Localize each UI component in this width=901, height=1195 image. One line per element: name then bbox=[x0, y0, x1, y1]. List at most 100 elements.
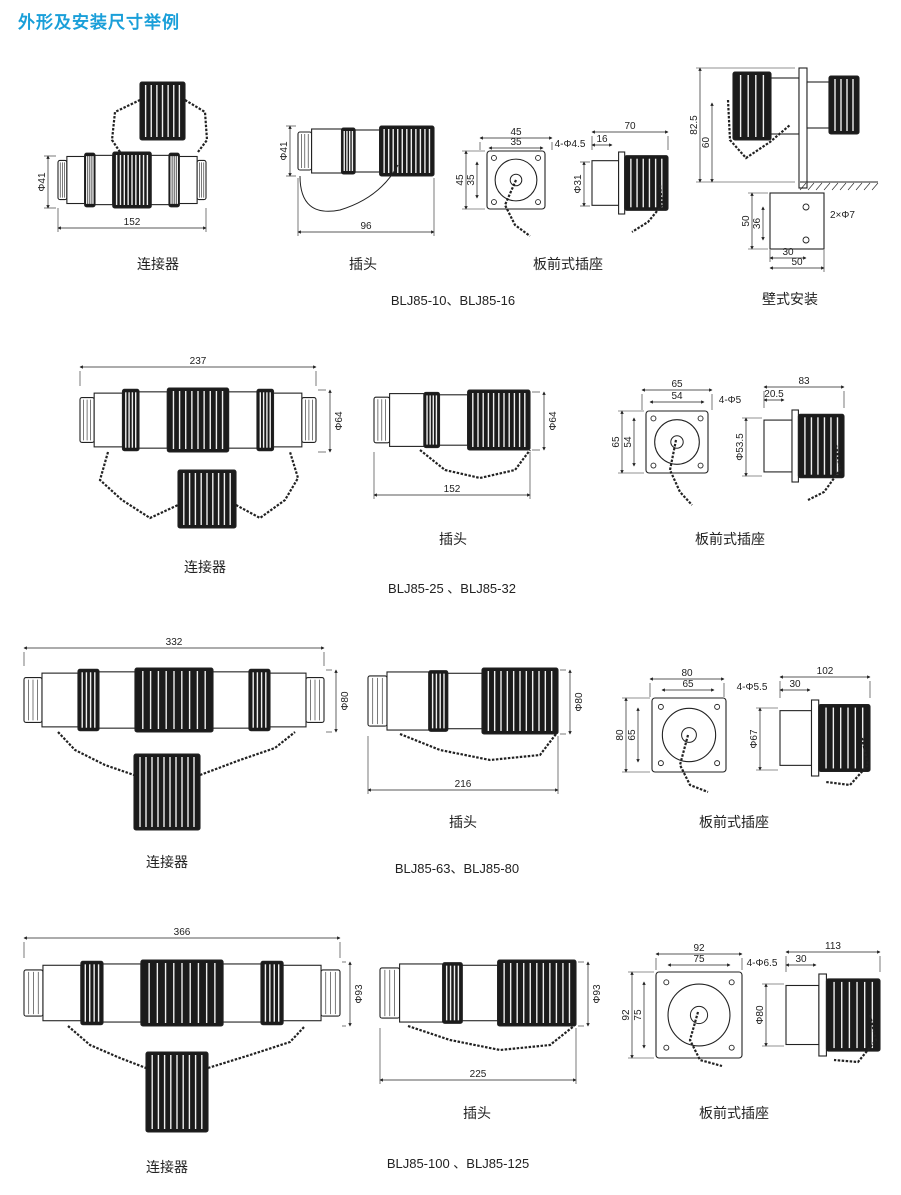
safety-chain bbox=[825, 737, 870, 787]
safety-chain bbox=[199, 731, 296, 777]
model-row-3: BLJ85-63、BLJ85-80 bbox=[394, 861, 520, 876]
safety-chain bbox=[207, 1025, 306, 1070]
wall-plug-body bbox=[806, 81, 830, 129]
mounting-hole bbox=[714, 760, 721, 767]
dim-socket-outer: 92 bbox=[693, 943, 705, 954]
dim-connector-length: 152 bbox=[124, 217, 141, 228]
mounting-hole bbox=[714, 703, 721, 710]
dim-plug-dia: Φ93 bbox=[592, 984, 603, 1004]
mounting-hole bbox=[657, 760, 664, 767]
mounting-hole bbox=[802, 236, 810, 244]
dim-plug-length: 216 bbox=[455, 779, 472, 790]
dim-socket-holes: 4-Φ5.5 bbox=[737, 682, 768, 693]
socket-flange-side bbox=[810, 699, 820, 777]
safety-chain bbox=[678, 734, 709, 794]
dim-socket-outer-v: 45 bbox=[455, 174, 466, 186]
safety-chain bbox=[503, 179, 531, 237]
dim-socket-inner-v: 54 bbox=[623, 436, 634, 448]
socket-rear-body bbox=[591, 160, 620, 206]
mounting-hole bbox=[650, 415, 657, 422]
hatch bbox=[839, 182, 847, 191]
dim-socket-outer: 65 bbox=[671, 379, 683, 390]
connector-shell bbox=[66, 155, 86, 205]
dim-wall-holes: 2×Φ7 bbox=[830, 210, 855, 221]
mounting-hole bbox=[663, 979, 670, 986]
socket-flange-side bbox=[818, 973, 827, 1057]
coupling-ring bbox=[256, 388, 275, 452]
plug-body bbox=[311, 128, 343, 174]
connector-shell bbox=[41, 672, 79, 728]
plug-ring bbox=[442, 962, 463, 1024]
plug-sleeve bbox=[438, 394, 469, 446]
plug-sleeve bbox=[354, 129, 381, 173]
mounting-hole bbox=[650, 462, 657, 469]
label-socket-2: 板前式插座 bbox=[695, 532, 765, 548]
dim-plug-length: 96 bbox=[360, 221, 372, 232]
socket-flange-side bbox=[618, 151, 626, 215]
dim-socket-bodydia: Φ53.5 bbox=[735, 433, 746, 461]
hatch bbox=[831, 182, 839, 191]
connector-shell bbox=[42, 964, 82, 1022]
socket-cap-knob bbox=[670, 435, 684, 449]
connector-body bbox=[212, 671, 250, 729]
dim-socket-holes: 4-Φ4.5 bbox=[555, 139, 586, 150]
wall-socket-body bbox=[770, 77, 800, 135]
dust-cap bbox=[133, 753, 201, 831]
label-plug-1: 插头 bbox=[349, 257, 377, 273]
dim-socket-flange: 16 bbox=[596, 134, 608, 145]
safety-chain bbox=[419, 449, 531, 480]
mounting-hole bbox=[697, 415, 704, 422]
socket-cap-ring bbox=[825, 978, 881, 1052]
cap-strap bbox=[110, 99, 141, 153]
dim-socket-length: 113 bbox=[825, 941, 841, 952]
mounting-hole bbox=[535, 199, 541, 205]
plug-body bbox=[399, 963, 444, 1023]
wall-bracket-plate bbox=[769, 192, 825, 250]
dim-socket-inner: 54 bbox=[671, 391, 683, 402]
plug-ring bbox=[428, 670, 449, 732]
dim-socket-flange: 20.5 bbox=[764, 389, 784, 400]
wall-socket-cap bbox=[732, 71, 772, 141]
cap-strap bbox=[299, 164, 399, 212]
connector-body bbox=[138, 391, 168, 449]
socket-cap-ring bbox=[797, 413, 845, 479]
dim-socket-outer-v: 92 bbox=[621, 1009, 632, 1021]
model-row-2: BLJ85-25 、BLJ85-32 bbox=[388, 581, 516, 596]
dim-socket-bodydia: Φ31 bbox=[573, 174, 584, 194]
cap-strap bbox=[184, 99, 209, 153]
hatch bbox=[855, 182, 863, 191]
coupling-ring bbox=[248, 668, 271, 732]
dim-socket-inner-v: 35 bbox=[466, 174, 477, 186]
connector-body bbox=[102, 963, 142, 1023]
mounting-hole bbox=[491, 155, 497, 161]
connector-body bbox=[150, 154, 170, 206]
socket-rear-body bbox=[779, 710, 813, 766]
dim-plug-length: 152 bbox=[444, 484, 461, 495]
dim-plug-length: 225 bbox=[470, 1069, 487, 1080]
label-plug-3: 插头 bbox=[449, 815, 477, 831]
dim-socket-inner: 65 bbox=[682, 679, 694, 690]
hatch bbox=[871, 182, 879, 191]
mounting-hole bbox=[663, 1044, 670, 1051]
socket-rear-body bbox=[785, 984, 820, 1046]
hatch bbox=[847, 182, 855, 191]
connector-body bbox=[98, 671, 136, 729]
label-connector-3: 连接器 bbox=[146, 855, 188, 871]
model-row-4: BLJ85-100 、BLJ85-125 bbox=[386, 1156, 530, 1171]
plug-body bbox=[386, 671, 430, 731]
dim-connector-length: 332 bbox=[166, 637, 183, 648]
dim-plug-dia: Φ41 bbox=[279, 141, 290, 161]
coupling-ring bbox=[80, 960, 104, 1026]
dim-socket-length: 102 bbox=[817, 666, 834, 677]
socket-flange-side bbox=[791, 409, 799, 483]
socket-cap-ring bbox=[624, 155, 669, 211]
safety-chain bbox=[407, 1024, 575, 1052]
plug-body bbox=[389, 393, 425, 447]
dim-plug-dia: Φ80 bbox=[574, 692, 585, 712]
dim-socket-inner: 35 bbox=[510, 137, 522, 148]
page-title: 外形及安装尺寸举例 bbox=[18, 13, 180, 33]
connector-shell bbox=[93, 392, 124, 448]
dim-connector-dia: Φ80 bbox=[340, 691, 351, 711]
connector-shell bbox=[272, 392, 303, 448]
